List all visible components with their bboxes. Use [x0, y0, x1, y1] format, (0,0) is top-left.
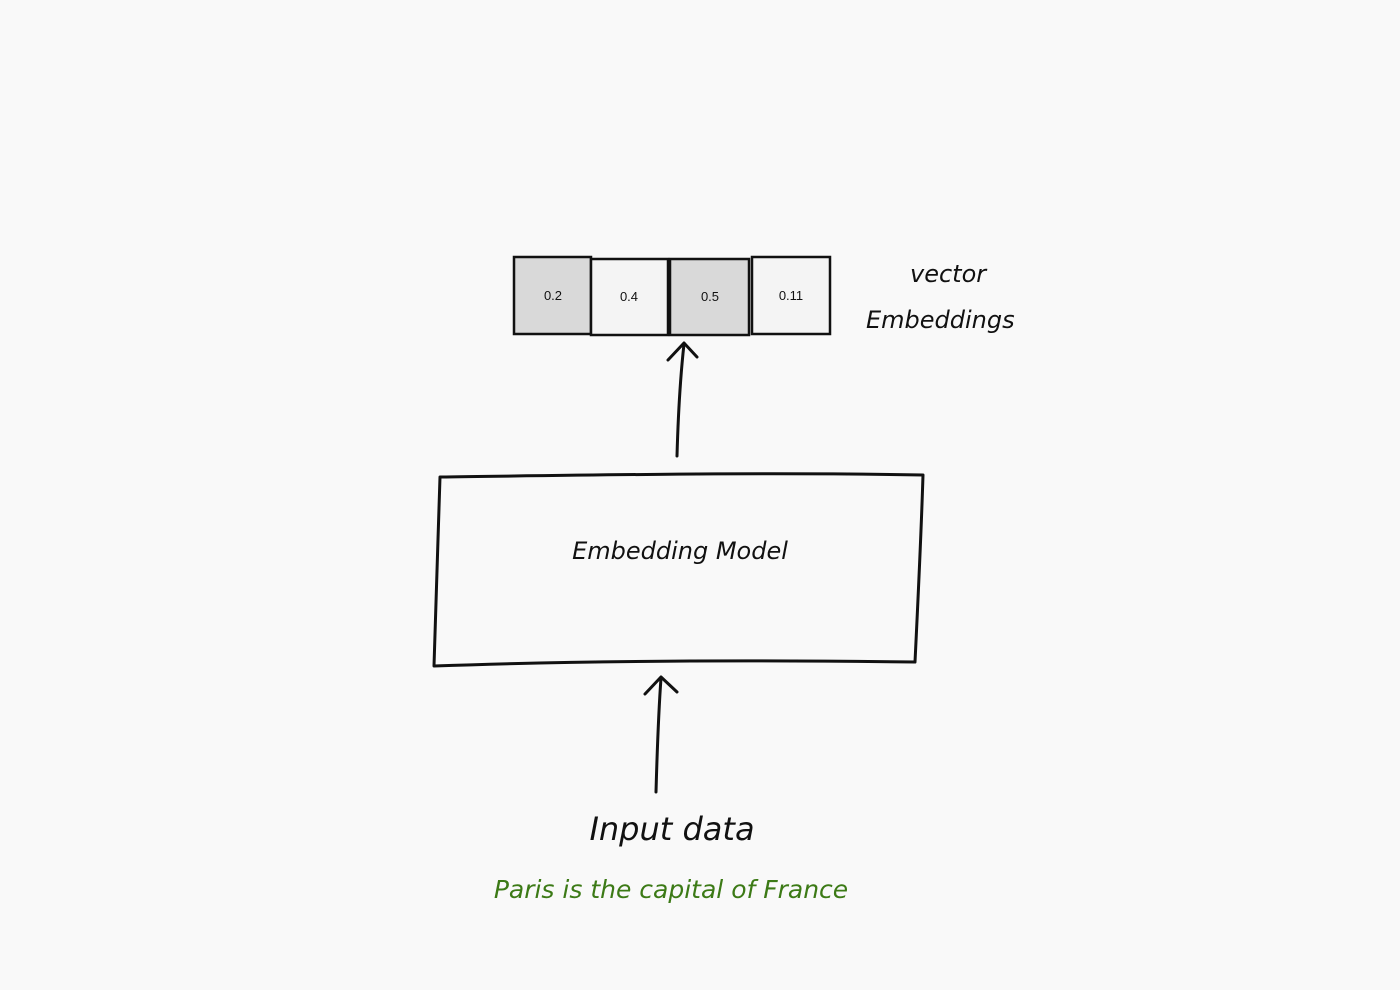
vector-cell: 0.2	[512, 255, 593, 336]
arrow-head	[666, 341, 699, 362]
vector-label-line1: vector	[910, 260, 988, 288]
vector-cell: 0.11	[750, 255, 832, 336]
arrow-model-to-vector	[666, 341, 699, 458]
vector-cell-box	[589, 257, 670, 337]
input-example-sentence: Paris is the capital of France	[494, 875, 848, 904]
vector-cell-value: 0.2	[544, 288, 562, 303]
vector-cell-value: 0.4	[620, 289, 638, 304]
arrow-shaft	[675, 342, 686, 458]
vector-cell: 0.5	[668, 257, 751, 337]
model-label: Embedding Model	[572, 537, 788, 565]
vector-cell-value: 0.11	[779, 288, 803, 303]
input-label: Input data	[589, 810, 754, 848]
vector-cell-box	[512, 255, 593, 336]
arrow-head	[643, 675, 679, 696]
vector-label-line2: Embeddings	[866, 306, 1015, 334]
arrow-shaft	[654, 676, 663, 794]
embedding-model-box: Embedding Model	[432, 472, 925, 668]
arrow-input-to-model	[643, 675, 679, 794]
model-box-outline	[432, 472, 925, 668]
vector-embedding-cells: 0.2 0.4 0.5 0.11	[512, 255, 832, 337]
vector-cell-value: 0.5	[701, 289, 719, 304]
vector-cell-box	[668, 257, 751, 337]
vector-cell-box	[750, 255, 832, 336]
vector-cell: 0.4	[589, 257, 670, 337]
